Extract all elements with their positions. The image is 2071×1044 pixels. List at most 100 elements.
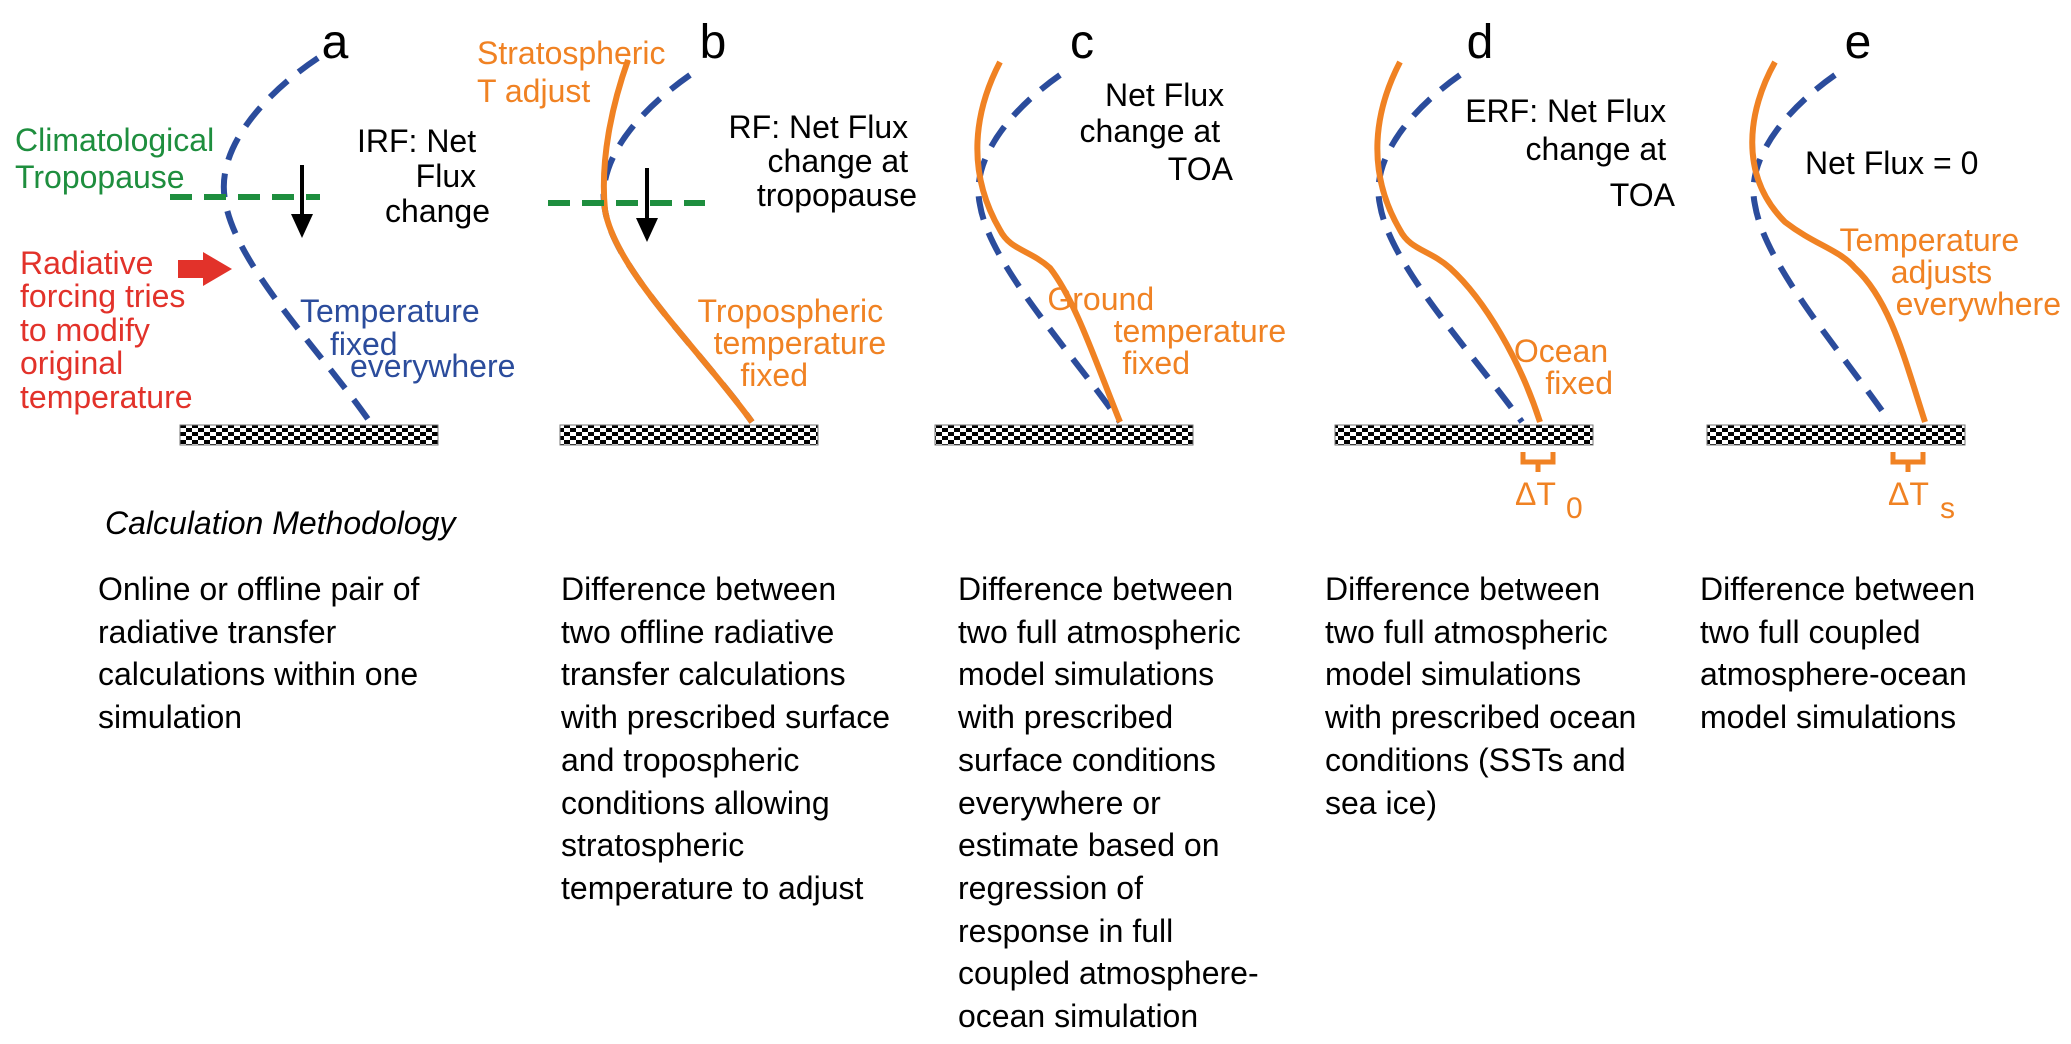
description-line: model simulations: [1700, 699, 1957, 736]
panel-d-description: Difference between two full atmospheric …: [1325, 568, 1636, 824]
panel-c-letter: c: [1070, 16, 1094, 69]
description-line: two full atmospheric: [958, 613, 1241, 650]
flux-label-line-2: change at: [768, 143, 909, 179]
panel-a-description: Online or offline pair of radiative tran…: [98, 568, 419, 739]
fixed-label-line-2: temperature: [714, 325, 887, 361]
delta-subscript: 0: [1566, 492, 1583, 525]
panel-b-letter: b: [700, 16, 727, 69]
panel-e-description: Difference between two full coupled atmo…: [1700, 568, 1975, 739]
description-line: stratospheric: [561, 827, 745, 864]
panel-a-letter: a: [322, 16, 349, 69]
flux-label-line-3: TOA: [1610, 177, 1676, 213]
panel-c-flux-label: Net Flux change at TOA: [1080, 77, 1234, 187]
flux-label-line-3: tropopause: [757, 177, 917, 213]
fixed-label-line-1: Temperature: [1839, 222, 2019, 258]
forcing-label-line-1: Radiative: [20, 245, 153, 281]
panel-b-flux-label: RF: Net Flux change at tropopause: [729, 109, 917, 213]
flux-label-line-2: change at: [1080, 113, 1221, 149]
panel-e-adjusted-profile: [1749, 60, 1928, 423]
panel-a-tropopause-label: Climatological Tropopause: [15, 122, 223, 195]
flux-label-line-3: change: [385, 193, 490, 229]
description-line: with prescribed ocean: [1325, 699, 1637, 736]
panel-d-letter: d: [1467, 16, 1494, 69]
panel-a: a Climatological Tropopause IRF: Net Flu…: [15, 16, 515, 446]
description-line: two full atmospheric: [1325, 613, 1608, 650]
panel-b-description: Difference between two offline radiative…: [561, 568, 890, 910]
description-line: simulation: [98, 699, 243, 736]
panel-d-delta-bracket: [1520, 452, 1556, 472]
fixed-label-line-2: fixed: [1545, 365, 1613, 401]
panel-b: b Stratospheric T adjust RF: Net Flux ch…: [477, 16, 917, 446]
panel-a-temperature-profile: [220, 55, 373, 424]
panel-c: c Net Flux change at TOA Ground temperat…: [934, 16, 1287, 446]
flux-label-line-1: Net Flux: [1105, 77, 1224, 113]
panel-a-flux-label: IRF: Net Flux change: [357, 123, 490, 229]
fixed-label-line-1: Ocean: [1514, 333, 1608, 369]
description-line: model simulations: [958, 656, 1215, 693]
panel-e-fixed-label: Temperature adjusts everywhere: [1839, 222, 2061, 322]
panel-e-flux-label: Net Flux = 0: [1805, 145, 1978, 181]
description-line: estimate based on: [958, 827, 1220, 864]
panel-d-adjusted-profile: [1374, 60, 1543, 423]
fixed-label-line-3: everywhere: [1896, 286, 2061, 322]
tropopause-label-line-2: Tropopause: [15, 159, 185, 195]
panel-d-flux-label: ERF: Net Flux change at TOA: [1465, 93, 1675, 213]
panel-d-fixed-label: Ocean fixed: [1514, 333, 1617, 401]
panel-e: e Net Flux = 0 Temperature adjusts every…: [1706, 16, 2061, 525]
panel-d: d ERF: Net Flux change at TOA Ocean fixe…: [1334, 16, 1676, 525]
delta-subscript: s: [1940, 492, 1955, 525]
description-line: and tropospheric: [561, 741, 800, 778]
delta-symbol: ΔT: [1515, 476, 1555, 512]
panel-b-adjust-label: Stratospheric T adjust: [477, 35, 674, 109]
panel-e-ground: [1706, 424, 1966, 446]
panel-e-delta-label: ΔT s: [1888, 476, 1955, 525]
flux-label-line-1: RF: Net Flux: [729, 109, 909, 145]
forcing-label-line-2: forcing tries: [20, 278, 185, 314]
fixed-label-line-2: fixed: [330, 326, 398, 362]
description-line: calculations within one: [98, 656, 419, 693]
fixed-label-line-3: fixed: [740, 357, 808, 393]
panel-a-flux-arrow: [291, 165, 313, 238]
flux-label-line-2: change at: [1526, 131, 1667, 167]
description-line: atmosphere-ocean: [1700, 656, 1967, 693]
description-line: sea ice): [1325, 784, 1438, 821]
delta-symbol: ΔT: [1888, 476, 1928, 512]
forcing-label-line-4: original: [20, 345, 123, 381]
description-line: model simulations: [1325, 656, 1582, 693]
description-line: coupled atmosphere-: [958, 955, 1259, 992]
fixed-label-line-3: fixed: [1122, 345, 1190, 381]
panel-c-adjusted-profile: [974, 60, 1123, 424]
description-line: surface conditions: [958, 741, 1216, 778]
forcing-label-line-3: to modify: [20, 312, 150, 348]
description-line: with prescribed: [958, 699, 1174, 736]
panel-e-original-profile: [1750, 72, 1893, 424]
description-line: two full coupled: [1700, 613, 1921, 650]
fixed-label-line-2: adjusts: [1891, 254, 1992, 290]
fixed-label-line-1: Tropospheric: [698, 293, 884, 329]
description-line: Difference between: [561, 571, 837, 607]
fixed-label-line-1: Ground: [1047, 281, 1154, 317]
description-line: Difference between: [1325, 571, 1601, 607]
panel-a-fixed-label: Temperature fixed everywhere: [300, 293, 515, 384]
panel-b-fixed-label: Tropospheric temperature fixed: [698, 293, 895, 393]
fixed-label-line-3: everywhere: [350, 348, 515, 384]
panel-a-ground: [179, 424, 439, 446]
panel-c-description: Difference between two full atmospheric …: [958, 568, 1259, 1038]
description-line: two offline radiative: [561, 613, 835, 650]
fixed-label-line-2: temperature: [1114, 313, 1287, 349]
panel-d-original-profile: [1375, 72, 1525, 424]
description-line: conditions (SSTs and: [1325, 741, 1626, 778]
description-line: transfer calculations: [561, 656, 846, 693]
panel-d-delta-label: ΔT 0: [1515, 476, 1583, 525]
tropopause-label-line-1: Climatological: [15, 122, 214, 158]
description-line: Online or offline pair of: [98, 571, 420, 607]
adjust-label-line-1: Stratospheric: [477, 35, 666, 71]
adjust-label-line-2: T adjust: [477, 73, 590, 109]
panel-a-forcing-arrow: [178, 252, 232, 286]
flux-label-line-1: ERF: Net Flux: [1465, 93, 1666, 129]
description-line: regression of: [958, 869, 1143, 906]
description-line: conditions allowing: [561, 784, 830, 821]
panel-c-original-profile: [975, 72, 1123, 424]
description-line: Difference between: [1700, 571, 1976, 607]
